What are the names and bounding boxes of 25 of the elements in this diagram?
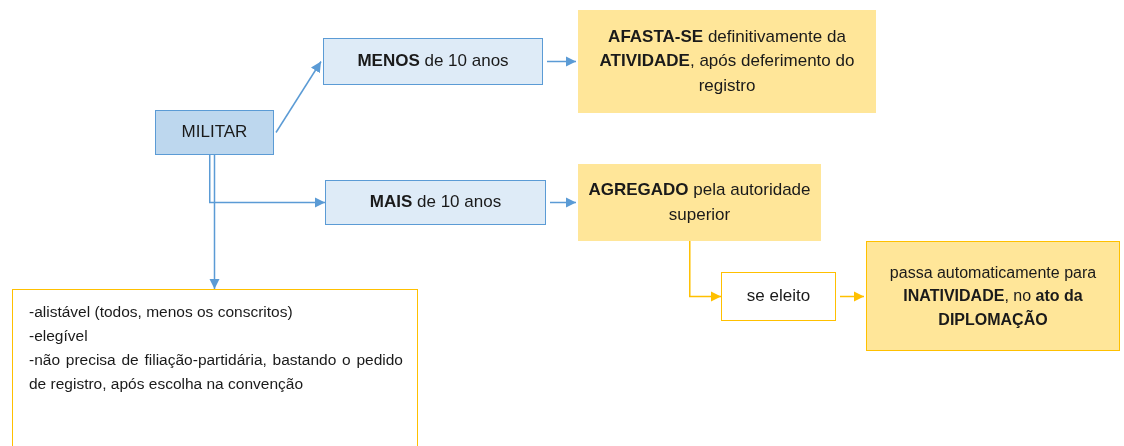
box-text: -alistável (todos, menos os conscritos) [29,302,294,322]
condition-box [325,180,546,225]
condition-box [323,38,543,85]
arrow [839,291,865,302]
box-text: -não precisa de filiação-partidária, bastando o pedido de registro, após escolha na convenção [29,350,403,395]
box-text: MENOS de 10 anos [356,50,510,73]
note-box [12,289,418,446]
box-text: MILITAR [180,121,249,144]
arrow [549,197,577,208]
result-box [866,241,1120,351]
result-box [578,10,876,113]
arrow [209,154,220,290]
box-text: MAIS de 10 anos [368,191,503,214]
box-text: AGREGADO pela autoridade superior [587,178,812,226]
condition-box [721,272,836,321]
process-box [155,110,274,155]
result-box [578,164,821,241]
arrow [546,56,577,67]
box-text: -elegível [29,326,89,346]
box-text: AFASTA-SE definitivamente da ATIVIDADE, após deferimento do registro [598,25,856,97]
box-text: passa automaticamente para INATIVIDADE, no ato da DIPLOMAÇÃO [888,263,1098,330]
box-text: se eleito [745,285,812,308]
arrow [689,240,722,302]
arrow [209,154,326,208]
arrow [275,60,322,134]
